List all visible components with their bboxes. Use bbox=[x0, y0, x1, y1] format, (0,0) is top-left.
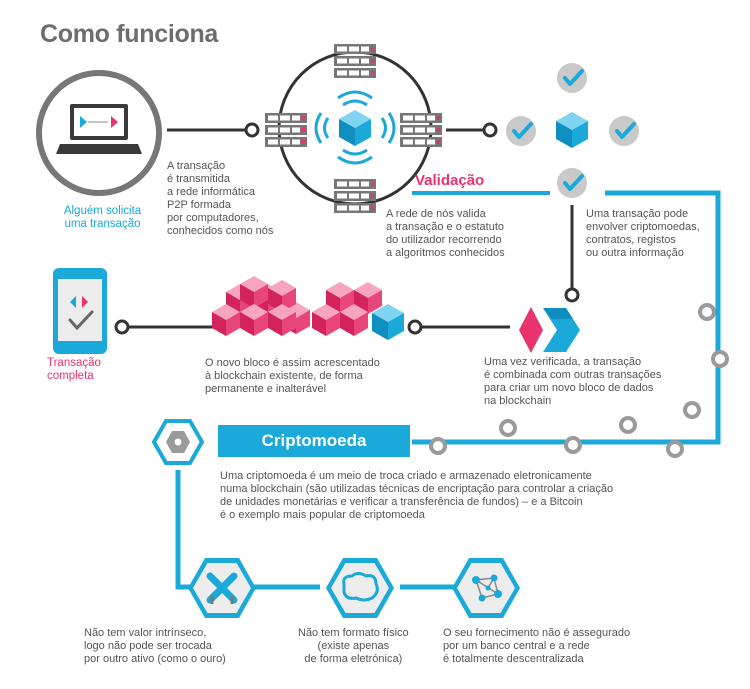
feature-supply-text: O seu fornecimento não é assegurado por … bbox=[443, 627, 631, 665]
broadcast-text: A transação é transmitida a rede informá… bbox=[167, 160, 274, 237]
feature-value-text: Não tem valor intrínseco, logo não pode … bbox=[84, 627, 226, 665]
page-title: Como funciona bbox=[40, 20, 219, 48]
hexagon-icon bbox=[151, 419, 205, 465]
crypto-heading: Criptomoeda bbox=[218, 425, 410, 457]
cross-icon bbox=[188, 558, 256, 618]
laptop-icon bbox=[36, 70, 162, 196]
network-icon bbox=[452, 558, 520, 618]
chevron-block-icon bbox=[519, 307, 580, 353]
validation-checks bbox=[504, 61, 641, 200]
node-network bbox=[265, 44, 442, 213]
feature-format-text: Não tem formato físico (existe apenas de… bbox=[298, 627, 409, 665]
blockchain-cubes-icon bbox=[212, 276, 404, 340]
crypto-definition: Uma criptomoeda é um meio de troca criad… bbox=[220, 470, 614, 521]
complete-label: Transação completa bbox=[47, 357, 101, 382]
append-text: O novo bloco é assim acrescentado à bloc… bbox=[205, 357, 380, 395]
involve-text: Uma transação pode envolver criptomoedas… bbox=[586, 208, 700, 259]
phone-icon bbox=[53, 268, 107, 354]
connector-lines bbox=[114, 122, 580, 335]
validation-label: Validação bbox=[415, 172, 485, 189]
validation-text: A rede de nós valida a transação e o est… bbox=[386, 208, 505, 259]
combine-text: Uma vez verificada, a transação é combin… bbox=[484, 356, 662, 407]
request-label: Alguém solicita uma transação bbox=[63, 205, 142, 230]
map-blob-icon bbox=[326, 558, 394, 618]
